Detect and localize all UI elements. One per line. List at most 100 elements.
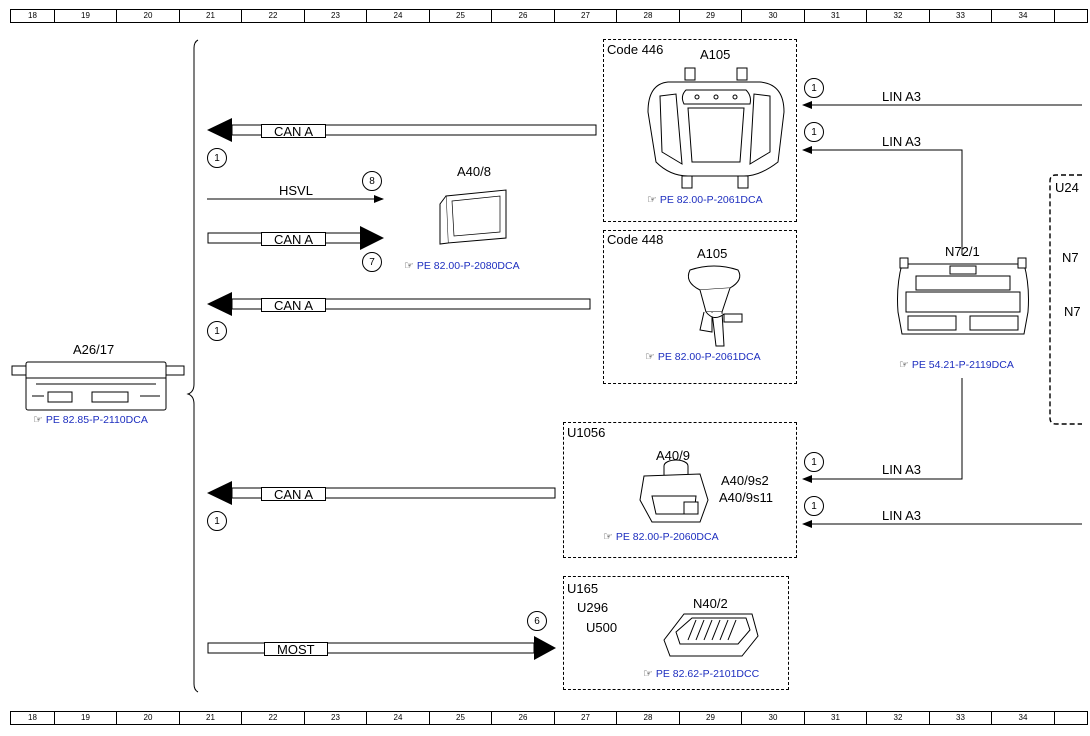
code448-box [603, 230, 797, 384]
callout-1b: 1 [207, 321, 227, 341]
pointing-hand-icon: ☞ [603, 531, 613, 543]
u24-label: U24 [1055, 180, 1079, 195]
ruler-cell: 28 [617, 712, 680, 724]
u1056-ref-link[interactable]: ☞PE 82.00-P-2060DCA [603, 532, 719, 543]
pointing-hand-icon: ☞ [643, 668, 653, 680]
a26-17-ref-link[interactable]: ☞PE 82.85-P-2110DCA [33, 415, 148, 426]
u1056-label: U1056 [567, 425, 606, 440]
ruler-cell: 30 [742, 712, 805, 724]
code446-ref-link[interactable]: ☞PE 82.00-P-2061DCA [647, 195, 763, 206]
a40-9-name: A40/9 [656, 448, 690, 463]
u165-box [563, 576, 789, 690]
code446-label: Code 446 [607, 42, 664, 57]
most-label: MOST [264, 642, 328, 656]
a40-9-controller-image [639, 459, 709, 523]
callout-1g: 1 [804, 496, 824, 516]
ruler-cell: 31 [805, 712, 867, 724]
code448-a105-selector-image [687, 265, 743, 347]
callout-1c: 1 [207, 511, 227, 531]
u24-n7-label-1: N7 [1062, 250, 1079, 265]
a40-8-display-image [439, 189, 507, 245]
ruler-cell: 31 [805, 10, 867, 22]
lin-label-2: LIN A3 [882, 134, 922, 149]
ruler-cell: 27 [555, 712, 617, 724]
ruler-cell: 21 [180, 10, 242, 22]
code448-ref-link[interactable]: ☞PE 82.00-P-2061DCA [645, 352, 761, 363]
ruler-cell: 25 [430, 712, 492, 724]
a40-8-name: A40/8 [457, 164, 491, 179]
pointing-hand-icon: ☞ [647, 194, 657, 206]
n72-1-control-panel-image [897, 257, 1029, 335]
u24-n7-label-2: N7 [1064, 304, 1081, 319]
ruler-cell: 22 [242, 712, 305, 724]
callout-6: 6 [527, 611, 547, 631]
ruler-cell: 32 [867, 10, 930, 22]
ruler-cell: 23 [305, 712, 367, 724]
ruler-cell: 19 [55, 712, 117, 724]
n40-2-name: N40/2 [693, 596, 728, 611]
u1056-ref: PE 82.00-P-2060DCA [615, 531, 719, 543]
ruler-cell: 30 [742, 10, 805, 22]
lin-label-1: LIN A3 [882, 89, 922, 104]
ruler-cell: 34 [992, 712, 1055, 724]
n72-1-ref: PE 54.21-P-2119DCA [911, 359, 1014, 371]
u296-label: U296 [577, 600, 609, 615]
lin-label-3: LIN A3 [882, 462, 922, 477]
u165-label: U165 [567, 581, 599, 596]
lin-line-2 [802, 146, 963, 255]
can-a-bus-line-4 [207, 481, 556, 505]
ruler-cell: 24 [367, 712, 430, 724]
a26-17-ref: PE 82.85-P-2110DCA [45, 414, 148, 426]
callout-8: 8 [362, 171, 382, 191]
a40-8-ref: PE 82.00-P-2080DCA [416, 260, 520, 272]
code448-label: Code 448 [607, 232, 664, 247]
ruler-cell: 26 [492, 712, 555, 724]
callout-1d: 1 [804, 78, 824, 98]
ruler-cell: 29 [680, 10, 742, 22]
u1056-box [563, 422, 797, 558]
n72-1-name: N72/1 [945, 244, 980, 259]
ruler-cell: 28 [617, 10, 680, 22]
can-a-bus-line-1 [207, 118, 597, 142]
u165-ref: PE 82.62-P-2101DCC [655, 668, 760, 680]
ruler-cell: 26 [492, 10, 555, 22]
ruler-cell: 22 [242, 10, 305, 22]
lin-line-3 [802, 378, 963, 483]
a40-8-ref-link[interactable]: ☞PE 82.00-P-2080DCA [404, 261, 520, 272]
a40-9s11-name: A40/9s11 [719, 490, 773, 505]
pointing-hand-icon: ☞ [645, 351, 655, 363]
can-a-label-2: CAN A [261, 232, 327, 246]
ruler-cell: 33 [930, 10, 992, 22]
ruler-cell: 18 [11, 712, 55, 724]
can-a-bus-line-3 [207, 292, 591, 316]
u500-label: U500 [586, 620, 618, 635]
can-a-label-3: CAN A [261, 298, 327, 312]
code446-box [603, 39, 797, 222]
ruler-cell: 19 [55, 10, 117, 22]
ruler-cell: 24 [367, 10, 430, 22]
a40-9s2-name: A40/9s2 [721, 473, 769, 488]
code448-a105-name: A105 [697, 246, 728, 261]
ruler-cell: 32 [867, 712, 930, 724]
ruler-cell: 27 [555, 10, 617, 22]
most-bus-line [207, 636, 556, 660]
ruler-cell: 20 [117, 712, 180, 724]
ruler-cell: 21 [180, 712, 242, 724]
callout-1e: 1 [804, 122, 824, 142]
n72-1-ref-link[interactable]: ☞PE 54.21-P-2119DCA [899, 360, 1014, 371]
u24-box [1049, 174, 1082, 425]
n40-2-amplifier-image [663, 613, 759, 657]
callout-7: 7 [362, 252, 382, 272]
code446-ref: PE 82.00-P-2061DCA [659, 194, 763, 206]
hsvl-label: HSVL [279, 183, 313, 198]
a26-17-name: A26/17 [73, 342, 115, 357]
u165-ref-link[interactable]: ☞PE 82.62-P-2101DCC [643, 669, 759, 680]
code446-a105-name: A105 [700, 47, 731, 62]
ruler-cell: 20 [117, 10, 180, 22]
ruler-cell: 34 [992, 10, 1055, 22]
lin-label-4: LIN A3 [882, 508, 922, 523]
ruler-cell: 25 [430, 10, 492, 22]
code446-a105-panel-image [647, 67, 785, 189]
